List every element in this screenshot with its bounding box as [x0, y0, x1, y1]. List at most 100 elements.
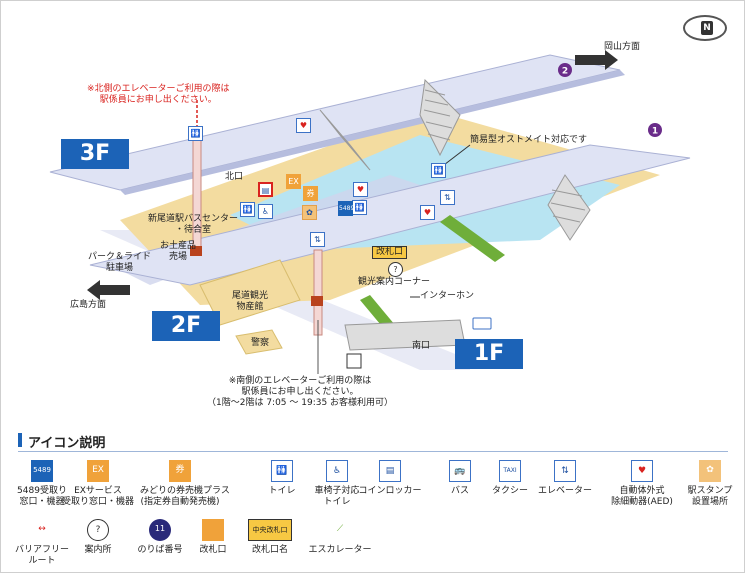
- intercom-label: インターホン: [420, 291, 475, 301]
- legend-title: アイコン説明: [28, 436, 106, 451]
- south-elevator-car: [311, 296, 323, 306]
- ex-service-icon: EX: [286, 174, 301, 189]
- legend-symbol-icon: EX: [87, 460, 109, 482]
- compass-icon: N: [683, 15, 727, 41]
- legend-item-label: のりば番号: [137, 545, 183, 555]
- legend-item: 5489 5489受取り 窓口・機器: [2, 460, 82, 508]
- arrow-hiroshima: [87, 280, 130, 300]
- legend-item: 改札口: [173, 519, 253, 556]
- platform-2-badge: [558, 63, 572, 77]
- north-exit-label: 北口: [225, 172, 244, 182]
- legend-item-label: 5489受取り 窓口・機器: [17, 486, 67, 507]
- legend-item-label: 駅スタンプ 設置場所: [687, 486, 733, 507]
- escalator-icon: ⟋: [336, 524, 344, 534]
- legend-item: 券みどりの券売機プラス (指定券自動発売機): [140, 460, 230, 508]
- legend-item-label: みどりの券売機プラス (指定券自動発売機): [140, 486, 230, 507]
- legend-item-label: 案内所: [84, 545, 112, 555]
- legend-item: 🚻 トイレ: [242, 460, 322, 497]
- platform-1-number: 1: [652, 127, 658, 137]
- stairs-south: [547, 174, 591, 241]
- floor-label-3f: 3F: [61, 139, 129, 169]
- wheelchair-toilet-icon: ♿: [258, 204, 273, 219]
- legend-item: EX EXサービス 受取り窓口・機器: [58, 460, 138, 508]
- north-elevator-note: ※北側のエレベーターご利用の際は 駅係員にお申し出ください。: [87, 84, 230, 105]
- toilet-icon: 🚻: [240, 202, 255, 217]
- toilet-icon: 🚻: [271, 460, 293, 482]
- elevator-icon: ⇅: [554, 460, 576, 482]
- legend-item-label: EXサービス 受取り窓口・機器: [61, 486, 134, 507]
- ticket-machine-icon: 券: [303, 186, 318, 201]
- legend-symbol-icon: 券: [169, 460, 191, 482]
- arrow-okayama: [575, 50, 618, 70]
- legend-symbol-icon: ♥: [631, 460, 653, 482]
- legend-item: 11 のりば番号: [120, 519, 200, 556]
- barrier-free-route-icon: ↔: [38, 524, 46, 534]
- tourism-hall-label: 尾道観光 物産館: [232, 291, 269, 312]
- platform-1-badge: [648, 123, 662, 137]
- south-exit-label: 南口: [412, 341, 431, 351]
- bus-stop-marker: [472, 317, 492, 330]
- souvenir-label: お土産品 売場: [160, 241, 197, 262]
- legend-divider: [18, 451, 728, 452]
- platform-2-number: 2: [562, 67, 568, 77]
- tourist-info-label: 観光案内コーナー: [358, 277, 431, 287]
- stamp-icon: ✿: [699, 460, 721, 482]
- platform-south: [89, 144, 691, 286]
- toilet-icon: 🚻: [188, 126, 203, 141]
- bus-center-label: 新尾道駅バスセンター ・待合室: [148, 214, 239, 235]
- info-icon: ?: [388, 262, 403, 277]
- legend-symbol-icon: ?: [87, 519, 109, 541]
- stairs-north: [419, 78, 461, 157]
- stairs-1f: [344, 319, 466, 351]
- legend-item: 中央改札口改札口名: [230, 519, 310, 556]
- legend-title-bar: [18, 433, 22, 447]
- direction-hiroshima: 広島方面: [70, 300, 107, 310]
- aed-icon: ♥: [420, 205, 435, 220]
- wheelchair-toilet-icon: ♿: [326, 460, 348, 482]
- legend-item-label: コインロッカー: [358, 486, 422, 496]
- legend-item-label: エスカレーター: [308, 545, 372, 555]
- legend-item-label: トイレ: [268, 486, 296, 496]
- taxi-stand-marker: [346, 353, 362, 369]
- legend-item: ♥ 自動体外式 除細動器(AED): [602, 460, 682, 508]
- north-elevator-car: [190, 246, 202, 256]
- legend-symbol-icon: TAXI: [499, 460, 521, 482]
- track-edge-north: [120, 70, 625, 195]
- legend-item: ⟋ エスカレーター: [300, 519, 380, 556]
- legend-item-label: 自動体外式 除細動器(AED): [611, 486, 673, 507]
- south-elevator-note: ※南側のエレベーターご利用の際は 駅係員にお申し出ください。 （1階～2階は 7…: [207, 376, 394, 408]
- legend-symbol-icon: 5489: [31, 460, 53, 482]
- stairs-middle: [319, 109, 371, 171]
- legend-item-label: 改札口: [199, 545, 227, 555]
- legend-symbol-icon: 11: [149, 519, 171, 541]
- 5489-icon: 5489: [338, 201, 354, 216]
- legend-item: 🚌 バス: [420, 460, 500, 497]
- legend-item: ⇅ エレベーター: [525, 460, 605, 497]
- stamp-icon: ✿: [302, 205, 317, 220]
- police-area: [235, 329, 283, 355]
- legend-item-label: バス: [450, 486, 469, 496]
- escalator-1f-2f: [360, 295, 395, 330]
- legend-item-label: エレベーター: [537, 486, 592, 496]
- legend-item-label: タクシー: [491, 486, 528, 496]
- legend-item: TAXI タクシー: [470, 460, 550, 497]
- aed-icon: ♥: [353, 182, 368, 197]
- elevator-icon: ⇅: [310, 232, 325, 247]
- legend-item-label: バリアフリー ルート: [14, 545, 69, 566]
- legend-item: ? 案内所: [58, 519, 138, 556]
- station-floor-map: 2 1: [49, 50, 691, 374]
- toilet-icon: 🚻: [431, 163, 446, 178]
- coin-locker-icon: ▤: [379, 460, 401, 482]
- legend-item: ↔ バリアフリー ルート: [2, 519, 82, 567]
- escalator-2f-3f: [440, 215, 505, 262]
- direction-okayama: 岡山方面: [604, 42, 641, 52]
- legend-item: ▤ コインロッカー: [350, 460, 430, 497]
- bus-icon: 🚌: [449, 460, 471, 482]
- floor-label-1f: 1F: [455, 339, 523, 369]
- legend-item: ♿ 車椅子対応 トイレ: [297, 460, 377, 508]
- legend-item: ✿ 駅スタンプ 設置場所: [670, 460, 745, 508]
- ostomate-label: 簡易型オストメイト対応です: [470, 135, 588, 145]
- legend-item-label: 改札口名: [251, 545, 288, 555]
- park-ride-label: パーク＆ライド 駐車場: [88, 252, 152, 273]
- legend-item-label: 車椅子対応 トイレ: [314, 486, 360, 507]
